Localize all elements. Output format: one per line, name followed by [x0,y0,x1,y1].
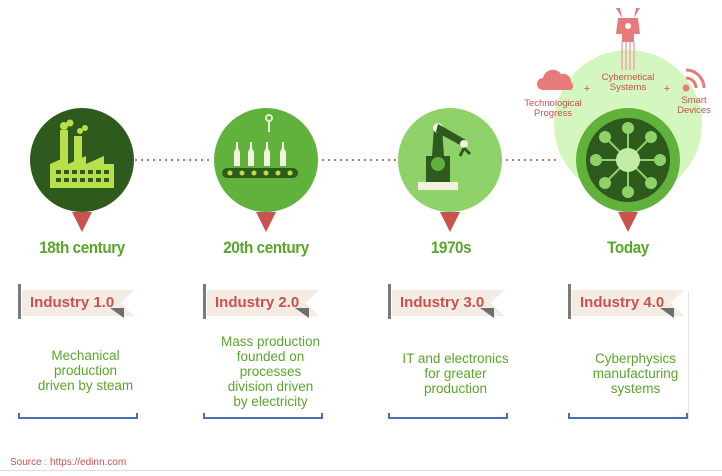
plus-sign: + [583,83,591,95]
era-label: 18th century [39,238,125,257]
bottom-rule [0,470,722,471]
stage-4-circle [554,50,702,232]
card-accent-bar [388,284,391,319]
card-underline [388,413,508,419]
robot-arm-icon [418,123,472,190]
card-underline [18,413,138,419]
ribbon-fold [110,308,124,318]
ribbon-fold [660,308,674,318]
card-underline [568,413,688,419]
source-credit: Source : https://edinn.com [10,457,127,468]
bottling-line-icon [222,114,298,178]
cloud-icon [537,69,573,90]
card-accent-bar [18,284,21,319]
plus-sign: + [663,83,671,95]
card-accent-bar [203,284,206,319]
stage-2-circle [214,108,318,232]
card-accent-bar [568,284,571,319]
network-hub-icon [586,118,670,202]
stage-3-circle [398,108,502,232]
era-label: Today [607,238,649,257]
era-label: 20th century [223,238,309,257]
ribbon-fold [295,308,309,318]
wifi-icon [682,68,706,92]
era-label: 1970s [430,238,472,257]
ribbon-fold [480,308,494,318]
card-side-rule [688,292,689,422]
card-underline [203,413,323,419]
stage-1-circle [30,108,134,232]
robot-icon [616,8,640,70]
